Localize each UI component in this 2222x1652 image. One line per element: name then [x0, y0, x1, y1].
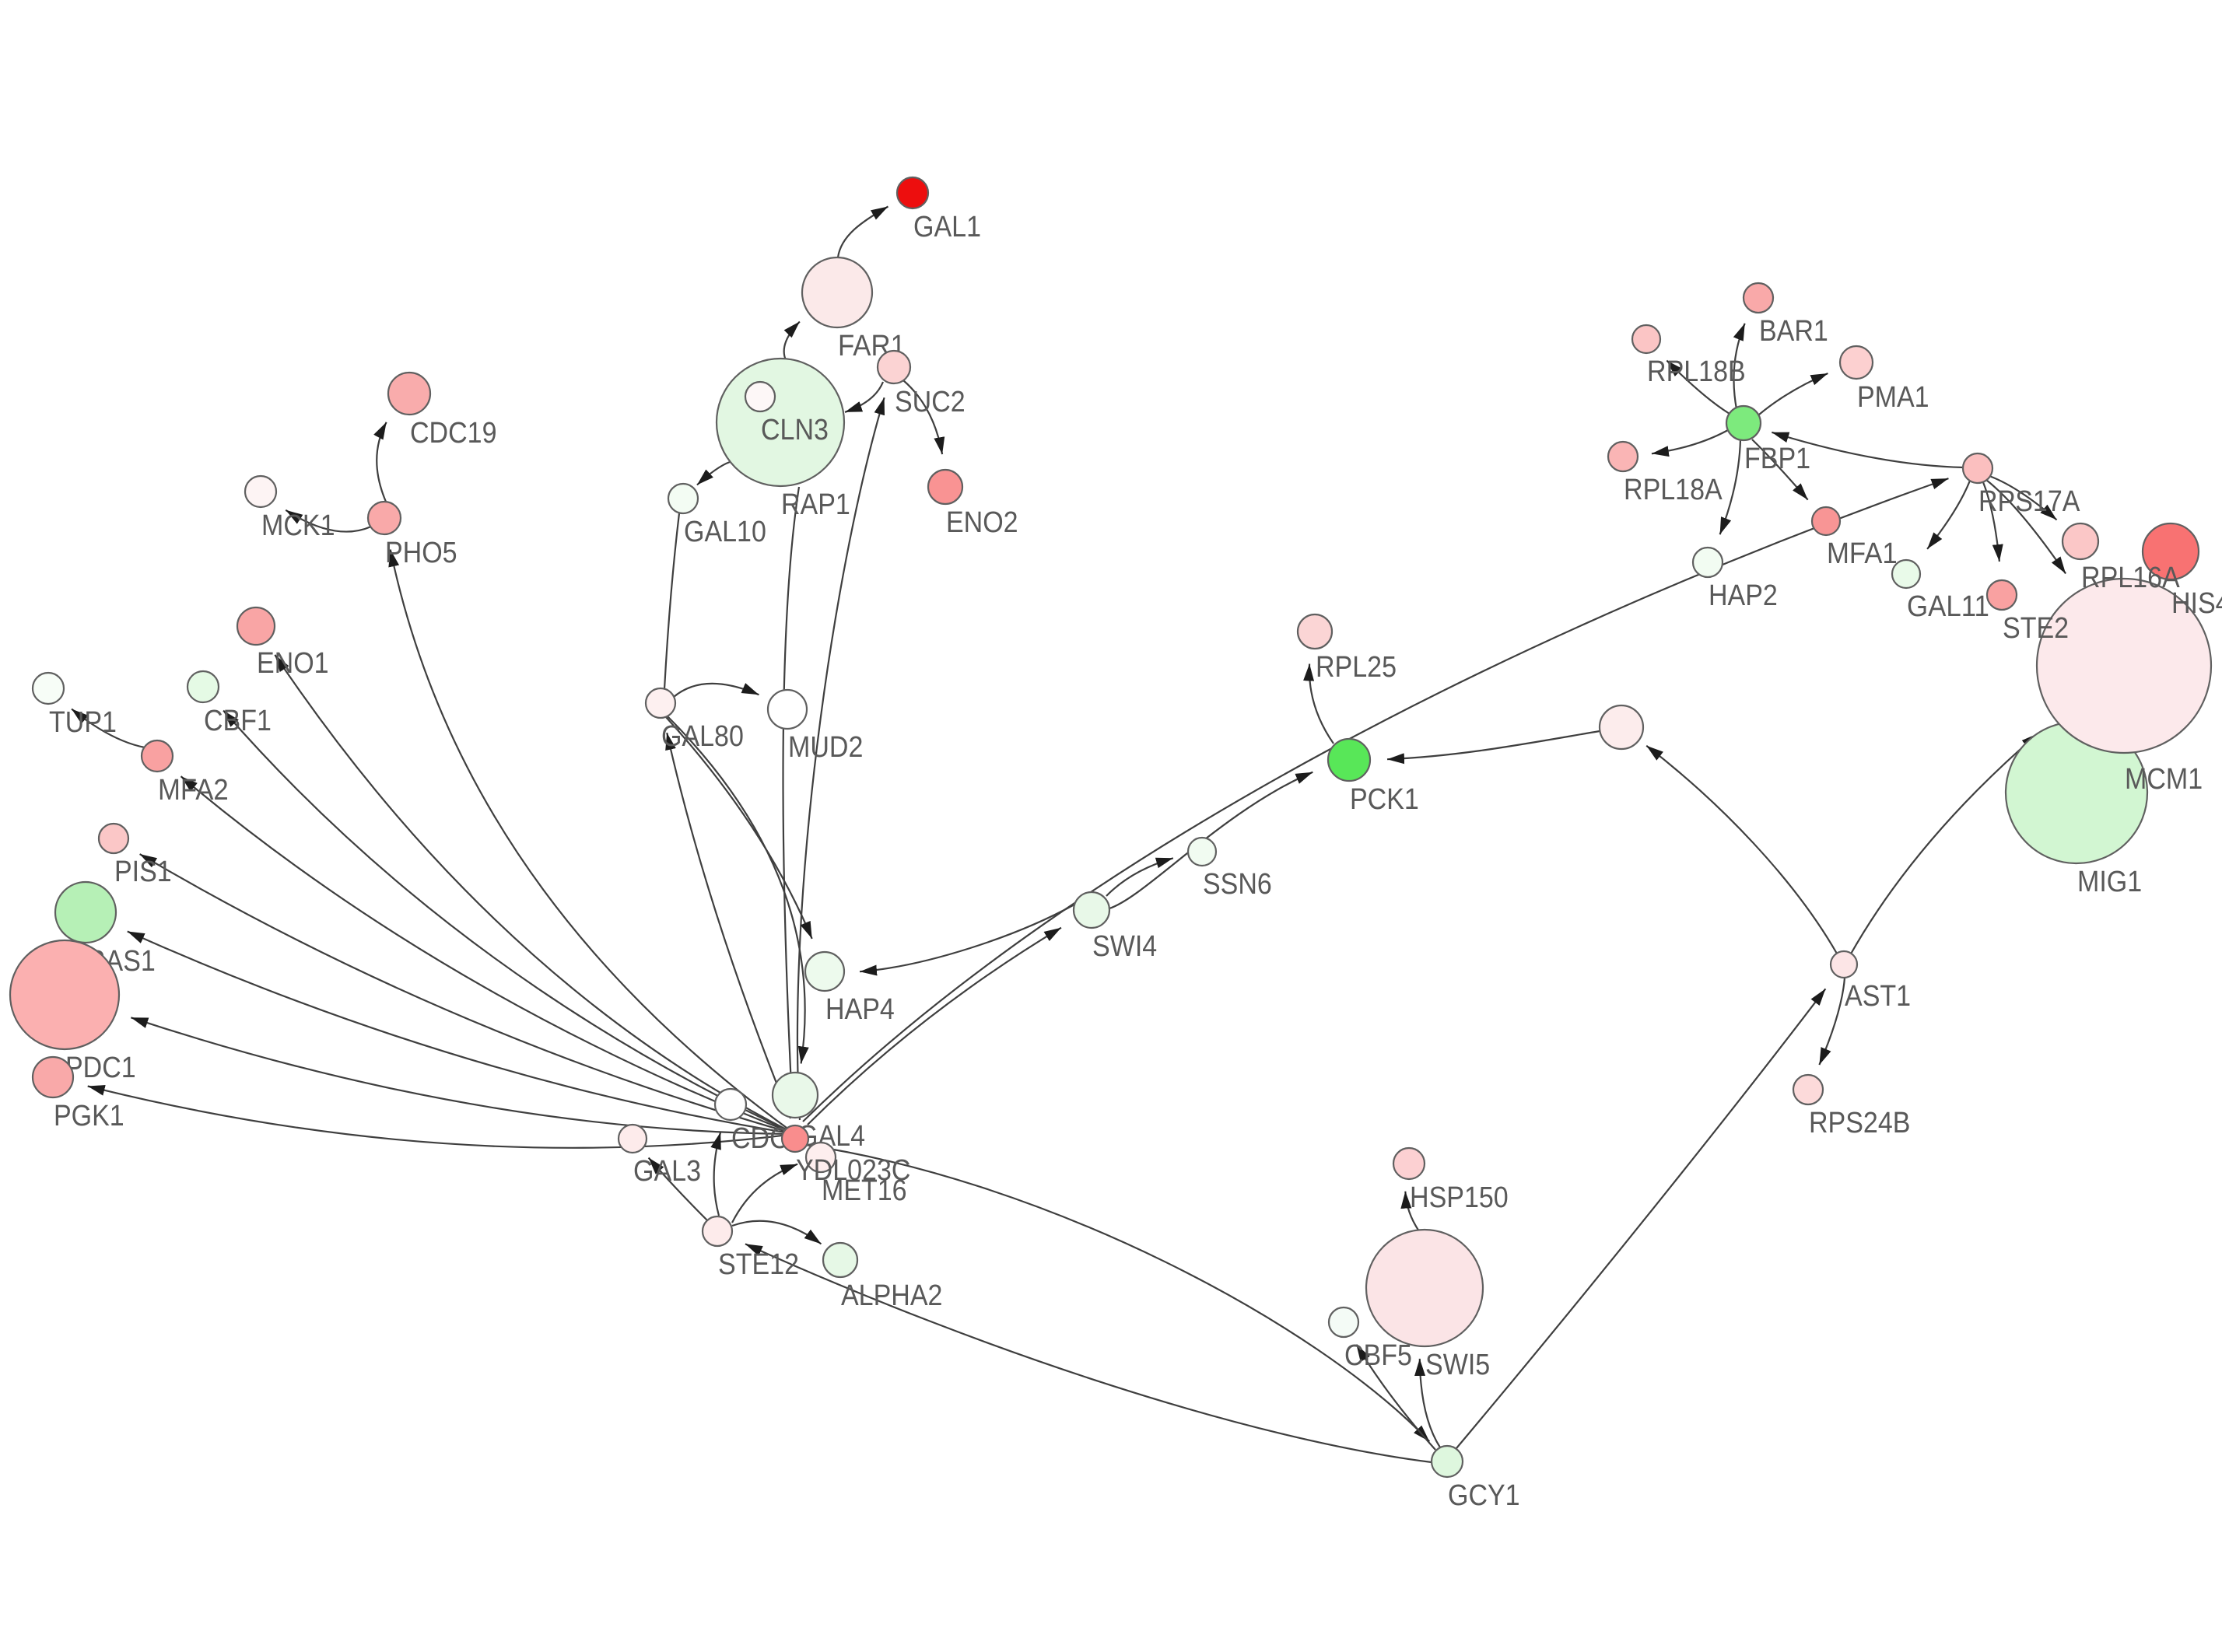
svg-text:SUC2: SUC2 [895, 386, 966, 418]
svg-text:ENO2: ENO2 [946, 506, 1018, 539]
svg-text:MIG1: MIG1 [2077, 866, 2142, 898]
svg-text:TUP1: TUP1 [49, 706, 117, 739]
svg-text:PCK1: PCK1 [1350, 783, 1419, 816]
svg-text:GAL10: GAL10 [684, 516, 766, 548]
svg-text:ALPHA2: ALPHA2 [841, 1279, 942, 1312]
svg-text:GCY1: GCY1 [1448, 1479, 1520, 1512]
svg-text:AST1: AST1 [1845, 980, 1911, 1013]
svg-text:MUD2: MUD2 [788, 731, 863, 764]
svg-text:HIS4: HIS4 [2171, 587, 2222, 620]
svg-text:GAL1: GAL1 [913, 211, 981, 243]
svg-text:ENO1: ENO1 [257, 647, 329, 680]
svg-text:MFA1: MFA1 [1827, 537, 1898, 570]
svg-text:RPS17A: RPS17A [1978, 485, 2080, 518]
svg-text:MCM1: MCM1 [2125, 763, 2203, 796]
svg-text:PDC1: PDC1 [65, 1052, 136, 1084]
svg-text:GAL80: GAL80 [661, 720, 744, 753]
svg-text:FBP1: FBP1 [1744, 443, 1810, 475]
svg-text:PIS1: PIS1 [114, 856, 172, 888]
svg-text:RPL18A: RPL18A [1624, 474, 1723, 506]
svg-text:SSN6: SSN6 [1203, 868, 1272, 901]
svg-text:SWI5: SWI5 [1425, 1349, 1490, 1381]
svg-text:GAL3: GAL3 [633, 1155, 701, 1188]
svg-text:SWI4: SWI4 [1092, 930, 1157, 963]
svg-text:RPL16A: RPL16A [2081, 562, 2180, 594]
svg-text:CBF5: CBF5 [1344, 1339, 1412, 1372]
svg-text:MFA2: MFA2 [158, 774, 229, 807]
svg-text:CDC19: CDC19 [410, 417, 497, 450]
svg-text:HAP2: HAP2 [1709, 579, 1778, 612]
svg-text:STE12: STE12 [718, 1248, 799, 1281]
svg-text:PMA1: PMA1 [1857, 381, 1929, 414]
svg-text:RAP1: RAP1 [781, 488, 850, 521]
svg-text:CLN3: CLN3 [761, 414, 829, 446]
svg-text:RPL25: RPL25 [1316, 651, 1397, 684]
svg-text:BAR1: BAR1 [1759, 315, 1828, 348]
svg-text:HAP4: HAP4 [825, 993, 895, 1026]
svg-text:PGK1: PGK1 [54, 1100, 124, 1132]
svg-text:STE2: STE2 [2003, 612, 2069, 645]
svg-text:HSP150: HSP150 [1410, 1181, 1509, 1214]
svg-text:CBF1: CBF1 [204, 705, 272, 737]
svg-text:YDL023C: YDL023C [796, 1154, 910, 1187]
svg-text:MET16: MET16 [822, 1174, 907, 1207]
svg-text:RPL18B: RPL18B [1647, 355, 1746, 388]
svg-text:MCK1: MCK1 [261, 509, 335, 542]
svg-text:GAL11: GAL11 [1907, 590, 1989, 623]
svg-text:RPS24B: RPS24B [1809, 1107, 1910, 1139]
svg-text:PHO5: PHO5 [385, 537, 457, 569]
